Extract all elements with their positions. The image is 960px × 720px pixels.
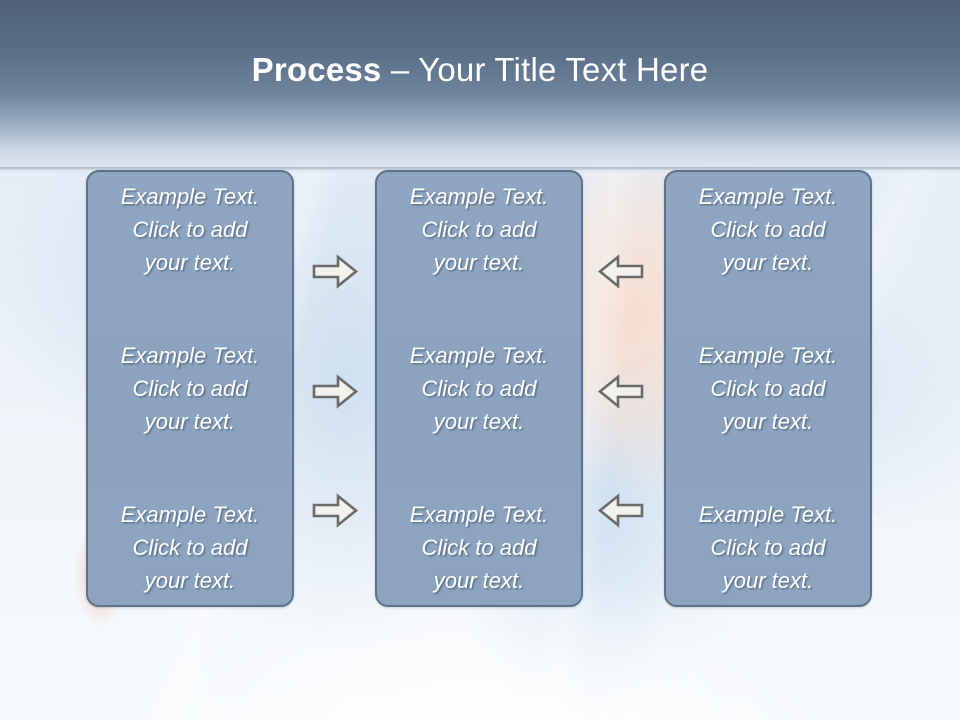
card-text-block[interactable]: Example Text. Click to add your text. <box>409 184 549 275</box>
card-text-block[interactable]: Example Text. Click to add your text. <box>698 502 838 593</box>
card-text-block[interactable]: Example Text. Click to add your text. <box>698 184 838 275</box>
title-band <box>0 0 960 175</box>
card-text-block[interactable]: Example Text. Click to add your text. <box>409 502 549 593</box>
process-card-middle[interactable]: Example Text. Click to add your text. Ex… <box>375 170 583 607</box>
process-card-right-content: Example Text. Click to add your text. Ex… <box>666 172 870 605</box>
slide-title: Process – Your Title Text Here <box>0 49 960 91</box>
card-text-block[interactable]: Example Text. Click to add your text. <box>120 502 260 593</box>
card-text-block[interactable]: Example Text. Click to add your text. <box>120 184 260 275</box>
slide-title-bold: Process <box>251 51 382 88</box>
card-text-block[interactable]: Example Text. Click to add your text. <box>409 343 549 434</box>
process-card-left[interactable]: Example Text. Click to add your text. Ex… <box>86 170 294 607</box>
process-card-middle-content: Example Text. Click to add your text. Ex… <box>377 172 581 605</box>
process-card-left-content: Example Text. Click to add your text. Ex… <box>88 172 292 605</box>
slide-title-rest: – Your Title Text Here <box>381 51 709 88</box>
arrow-right-icon[interactable] <box>312 254 359 289</box>
card-text-block[interactable]: Example Text. Click to add your text. <box>120 343 260 434</box>
process-card-right[interactable]: Example Text. Click to add your text. Ex… <box>664 170 872 607</box>
arrow-right-icon[interactable] <box>312 374 359 409</box>
arrow-right-icon[interactable] <box>312 493 359 528</box>
arrow-left-icon[interactable] <box>597 374 644 409</box>
arrow-left-icon[interactable] <box>597 254 644 289</box>
arrow-left-icon[interactable] <box>597 493 644 528</box>
title-band-divider <box>0 167 960 170</box>
card-text-block[interactable]: Example Text. Click to add your text. <box>698 343 838 434</box>
title-band-gradient <box>0 0 960 175</box>
